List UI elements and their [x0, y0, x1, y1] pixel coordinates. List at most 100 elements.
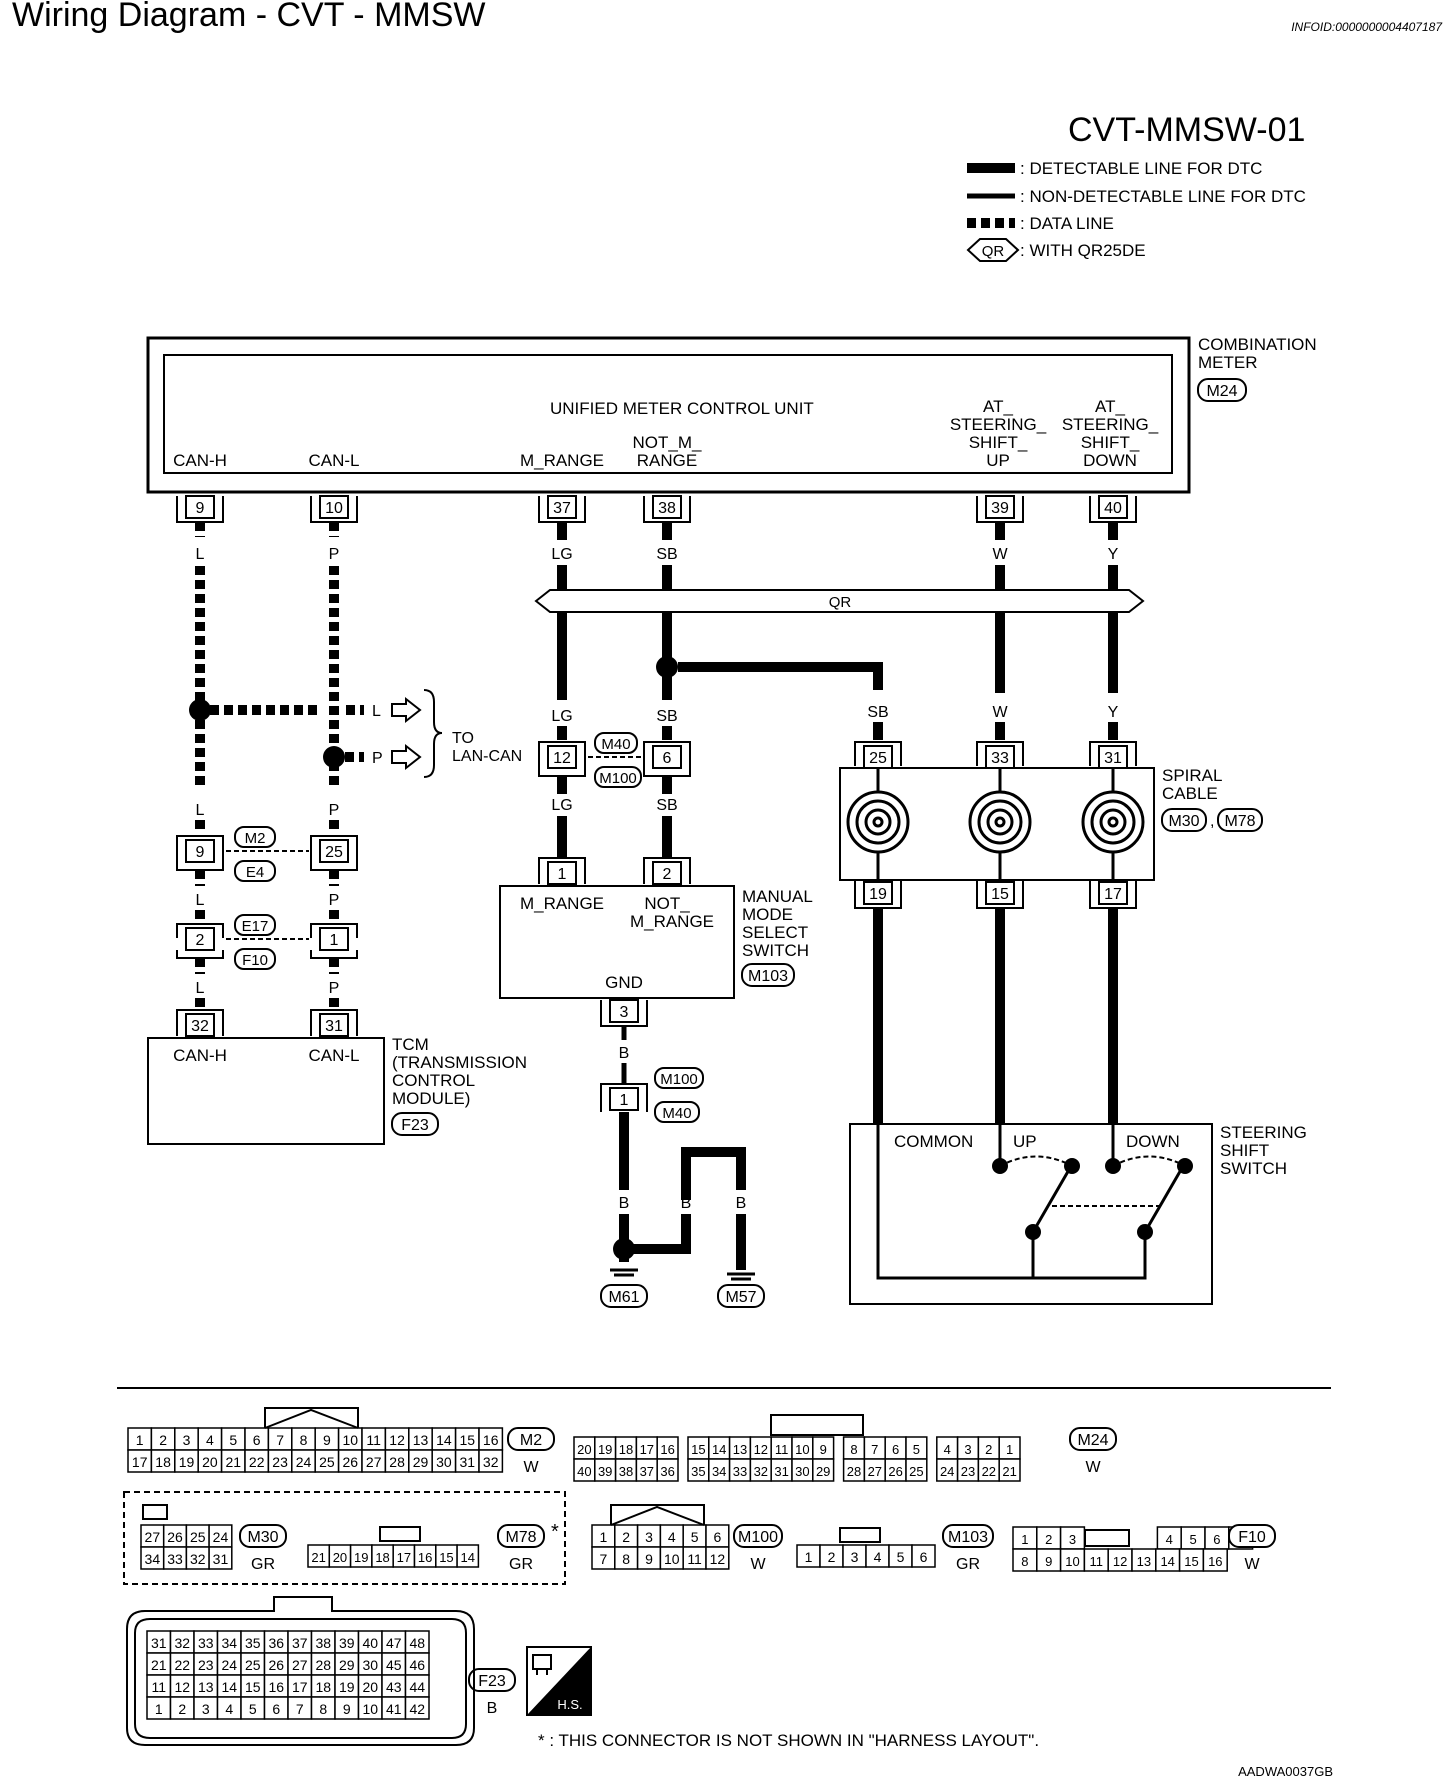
info-id: INFOID:0000000004407187: [1291, 20, 1442, 34]
cavity-number: 12: [1113, 1554, 1127, 1569]
ground-tag-m57: [717, 1284, 765, 1308]
wire-label-sb-1: SB: [656, 546, 677, 563]
legend-qr-tag: QR: [966, 238, 1020, 262]
mmsw-title-4: SWITCH: [742, 941, 809, 960]
connector-cavity: 30: [357, 1652, 383, 1676]
steering-shift-switch: COMMON UP DOWN STEERING SHIFT SWITCH: [849, 1123, 1307, 1305]
connector-name-tag: [468, 1668, 516, 1692]
connector-cavity: 9: [314, 1427, 340, 1451]
connector-cavity: 38: [614, 1458, 638, 1482]
connector-cavity: 17: [127, 1449, 153, 1473]
connector-cavity: 2: [819, 1544, 844, 1568]
cavity-number: 16: [418, 1550, 432, 1565]
lan-can-wire-p: P: [372, 750, 383, 767]
connector-cavity: 2: [614, 1524, 639, 1548]
m24-latch: [770, 1414, 864, 1436]
connector-cavity: 4: [936, 1436, 959, 1460]
svg-text:9: 9: [196, 844, 205, 861]
svg-text:,: ,: [1210, 813, 1214, 830]
cavity-number: 34: [221, 1635, 237, 1651]
connector-cavity: 27: [140, 1524, 165, 1548]
cavity-number: 20: [333, 1550, 347, 1565]
wire-label-w-1: W: [992, 546, 1008, 563]
switch-contact-down-move: [1177, 1158, 1193, 1174]
connector-cavity: 6: [1204, 1526, 1230, 1550]
combination-meter-title-1: COMBINATION: [1198, 335, 1317, 354]
connector-cavity: 19: [349, 1544, 373, 1568]
connector-cavity: 24: [936, 1458, 959, 1482]
svg-text:M30: M30: [1168, 813, 1199, 830]
cavity-number: 1: [1021, 1532, 1028, 1547]
connector-name: F23: [478, 1673, 506, 1690]
connector-cavity: 45: [381, 1652, 407, 1676]
cavity-number: 47: [386, 1635, 402, 1651]
pin-label-down-4: DOWN: [1083, 451, 1137, 470]
cavity-number: 29: [339, 1657, 355, 1673]
svg-text:F23: F23: [401, 1117, 429, 1134]
legend-qr-label: : WITH QR25DE: [1020, 241, 1146, 260]
connector-cavity: 31: [208, 1546, 233, 1570]
cavity-number: 3: [964, 1442, 971, 1457]
page-title: Wiring Diagram - CVT - MMSW: [12, 0, 486, 34]
wire-label-b-4: B: [736, 1195, 747, 1212]
connector-cavity: 34: [216, 1630, 242, 1654]
cavity-number: 33: [167, 1551, 183, 1567]
cavity-number: 6: [920, 1549, 928, 1565]
connector-cavity: 14: [708, 1436, 731, 1460]
connector-name: M100: [738, 1529, 778, 1546]
cavity-number: 31: [151, 1635, 167, 1651]
connector-cavity: 8: [1012, 1548, 1038, 1572]
mmsw-label-gnd: GND: [605, 973, 643, 992]
cavity-number: 13: [733, 1442, 747, 1457]
connector-cavity: 11: [1083, 1548, 1109, 1572]
svg-text:M57: M57: [725, 1289, 756, 1306]
cavity-number: 40: [577, 1464, 591, 1479]
legend-qr-tag-text: QR: [982, 243, 1005, 260]
cavity-number: 1: [805, 1549, 813, 1565]
connector-cavity: 8: [842, 1436, 866, 1460]
cavity-number: 1: [1006, 1442, 1013, 1457]
ground-tag-m61: [600, 1284, 648, 1308]
meter-pin-boxes: 9 10 37 38 39 40: [176, 495, 1137, 523]
connector-cavity: 28: [384, 1449, 410, 1473]
connector-cavity: 15: [454, 1427, 480, 1451]
pin-label-down-1: AT_: [1095, 397, 1125, 416]
connector-cavity: 11: [770, 1436, 793, 1460]
cavity-number: 15: [1184, 1554, 1198, 1569]
wire-label-p-1: P: [329, 546, 340, 563]
cavity-number: 33: [733, 1464, 747, 1479]
legend-thick-label: : DETECTABLE LINE FOR DTC: [1020, 159, 1262, 178]
legend-thin-label: : NON-DETECTABLE LINE FOR DTC: [1020, 187, 1306, 206]
tcm-title-4: MODULE): [392, 1089, 470, 1108]
svg-text:1: 1: [330, 932, 339, 949]
connector-cavity: 10: [659, 1546, 684, 1570]
cavity-number: 25: [909, 1464, 923, 1479]
svg-text:2: 2: [663, 866, 672, 883]
spiral-cable-title-2: CABLE: [1162, 784, 1218, 803]
cavity-number: 30: [795, 1464, 809, 1479]
cavity-number: 5: [229, 1432, 237, 1448]
cavity-number: 3: [183, 1432, 191, 1448]
cavity-number: 4: [944, 1442, 951, 1457]
svg-text:1: 1: [558, 866, 567, 883]
cavity-number: 6: [714, 1529, 722, 1545]
cavity-number: 39: [339, 1635, 355, 1651]
connector-cavity: 1: [796, 1544, 821, 1568]
wire-label-lg-3: LG: [551, 797, 572, 814]
pin-box-38: 38: [643, 495, 691, 523]
svg-text:25: 25: [869, 750, 887, 767]
switch-label-up: UP: [1013, 1132, 1037, 1151]
svg-text:19: 19: [869, 886, 887, 903]
connector-color: B: [487, 1700, 498, 1717]
connector-cavity: 18: [150, 1449, 176, 1473]
svg-text:F10: F10: [242, 952, 268, 969]
cavity-number: 38: [315, 1635, 331, 1651]
cavity-number: 33: [198, 1635, 214, 1651]
connector-cavity: 23: [193, 1652, 219, 1676]
cavity-number: 25: [190, 1529, 206, 1545]
svg-text:E17: E17: [242, 918, 269, 935]
cavity-number: 15: [245, 1679, 261, 1695]
